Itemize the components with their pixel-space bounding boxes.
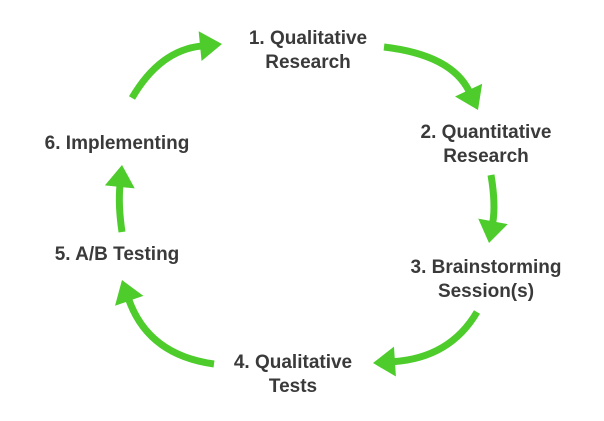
arrow-1-to-2-head xyxy=(455,83,483,110)
arrow-1-to-2-shaft xyxy=(383,43,473,94)
arrow-5-to-6-head xyxy=(104,165,135,189)
arrow-6-to-1-head xyxy=(198,31,222,62)
step-2-label: 2. Quantitative Research xyxy=(420,122,552,167)
step-6-label: 6. Implementing xyxy=(44,133,190,154)
step-4-label: 4. Qualitative Tests xyxy=(233,352,353,397)
arrow-3-to-4-head xyxy=(373,346,396,377)
arrow-6-to-1-shaft xyxy=(128,42,203,100)
arrow-4-to-5-shaft xyxy=(125,297,215,368)
step-5-label: 5. A/B Testing xyxy=(54,244,180,265)
arrow-4-to-5-head xyxy=(115,280,144,306)
step-3-label: 3. Brainstorming Session(s) xyxy=(410,257,562,302)
arrow-2-to-3-shaft xyxy=(487,174,498,224)
arrow-5-to-6-shaft xyxy=(115,184,126,233)
step-1-label: 1. Qualitative Research xyxy=(248,28,368,73)
arrow-2-to-3-head xyxy=(478,218,508,243)
arrow-3-to-4-shaft xyxy=(392,310,481,366)
